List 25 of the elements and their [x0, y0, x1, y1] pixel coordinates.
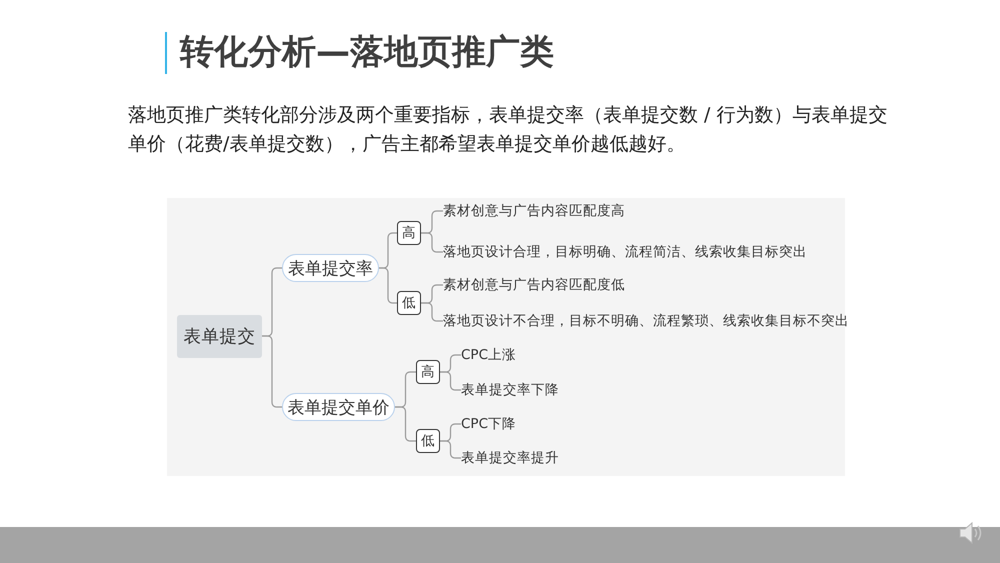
- leaf-topic-text: 表单提交率下降: [461, 381, 559, 399]
- leaf-topic-text: CPC上涨: [461, 346, 516, 364]
- leaf-topic-text: 素材创意与广告内容匹配度高: [443, 202, 625, 220]
- connector-line: [262, 335, 282, 408]
- slide-title: 转化分析—落地页推广类: [180, 31, 554, 73]
- connector-line: [421, 232, 443, 253]
- root-topic-box: 表单提交: [177, 314, 262, 358]
- level-tag: 高: [416, 360, 440, 384]
- connector-line: [379, 267, 397, 304]
- connector-line: [440, 440, 461, 459]
- level-tag: 低: [397, 291, 421, 315]
- level-tag: 低: [416, 429, 440, 453]
- connector-line: [440, 371, 461, 391]
- branch-topic-pill: 表单提交单价: [282, 393, 395, 421]
- connector-line: [421, 302, 443, 322]
- connector-line: [421, 284, 443, 304]
- leaf-topic-text: CPC下降: [461, 415, 516, 433]
- leaf-topic-text: 表单提交率提升: [461, 449, 559, 467]
- leaf-topic-text: 落地页设计合理，目标明确、流程简洁、线索收集目标突出: [443, 243, 807, 261]
- level-tag: 高: [397, 221, 421, 245]
- leaf-topic-text: 素材创意与广告内容匹配度低: [443, 276, 625, 294]
- connector-line: [395, 406, 416, 442]
- intro-paragraph: 落地页推广类转化部分涉及两个重要指标，表单提交率（表单提交数 / 行为数）与表单提交单价（花费/表单提交数），广告主都希望表单提交单价越低越好。: [128, 104, 888, 157]
- branch-topic-pill: 表单提交率: [282, 254, 379, 282]
- leaf-topic-text: 落地页设计不合理，目标不明确、流程繁琐、线索收集目标不突出: [443, 312, 849, 330]
